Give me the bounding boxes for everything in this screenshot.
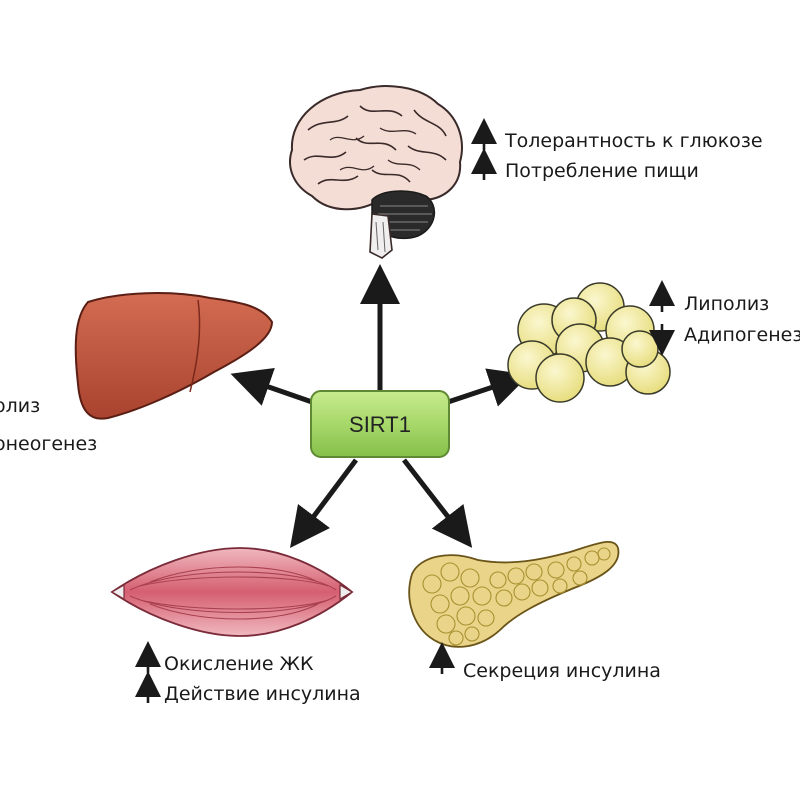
adipose-effect-2: Адипогенез (649, 324, 800, 356)
brain-effect-2: Потребление пищи (471, 148, 699, 182)
muscle-illustration (110, 547, 354, 637)
liver-illustration (74, 292, 274, 420)
adipose-illustration (507, 282, 671, 403)
liver-effect-1-label: олиз (0, 395, 40, 417)
arrow-to-pancreas (402, 458, 473, 548)
effect-label: Секреция инсулина (463, 660, 661, 682)
effect-label: Липолиз (684, 293, 769, 315)
brain-effect-1: Толерантность к глюкозе (471, 118, 763, 152)
brain-effects: Толерантность к глюкозе Потребление пищи (471, 118, 763, 182)
pancreas-effect-1: Секреция инсулина (429, 642, 661, 682)
effect-label: Толерантность к глюкозе (504, 130, 763, 152)
liver-effect-2-label: онеогенез (0, 433, 97, 455)
arrow-to-liver (230, 367, 313, 406)
effect-label: Окисление ЖК (164, 653, 314, 675)
muscle-effects: Окисление ЖК Действие инсулина (135, 641, 361, 705)
pancreas-illustration (408, 540, 620, 648)
arrow-to-muscle (290, 458, 358, 548)
pancreas-effects: Секреция инсулина (429, 642, 661, 682)
adipose-effect-1: Липолиз (649, 280, 769, 315)
hub-label: SIRT1 (349, 412, 411, 437)
brain-illustration (289, 85, 463, 259)
effect-label: Потребление пищи (505, 160, 699, 182)
muscle-effect-1: Окисление ЖК (135, 641, 314, 675)
muscle-effect-2: Действие инсулина (135, 671, 361, 705)
adipose-effects: Липолиз Адипогенез (649, 280, 800, 356)
arrows (230, 264, 530, 548)
liver-effects: олиз онеогенез (0, 395, 97, 455)
effect-label: Действие инсулина (164, 683, 361, 705)
sirt1-hub: SIRT1 (310, 390, 450, 458)
effect-label: Адипогенез (684, 324, 800, 346)
arrow-to-adipose (447, 368, 530, 407)
